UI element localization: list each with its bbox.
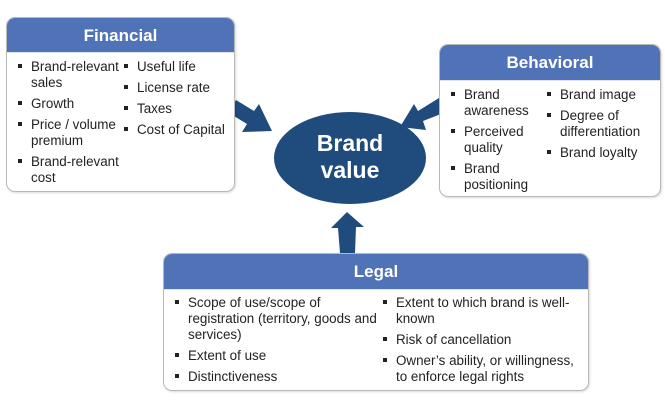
bullet-icon xyxy=(547,150,551,154)
list-item: Risk of cancellation xyxy=(378,332,578,348)
list-item: Brand-relevant cost xyxy=(13,154,119,186)
bullet-icon xyxy=(18,122,22,126)
item-text: Price / volume premium xyxy=(31,117,116,148)
list-item: Brand awareness xyxy=(446,87,542,119)
item-text: Owner’s ability, or willingness, to enfo… xyxy=(396,353,574,384)
item-text: Brand awareness xyxy=(464,87,529,118)
list-item: License rate xyxy=(119,80,231,96)
arrow-legal-to-center xyxy=(331,212,364,253)
item-text: Brand loyalty xyxy=(560,145,638,160)
item-text: Brand positioning xyxy=(464,161,529,192)
brand-value-label: Brand value xyxy=(274,130,426,184)
item-text: Growth xyxy=(31,96,75,111)
bullet-icon xyxy=(547,92,551,96)
bullet-icon xyxy=(547,113,551,117)
financial-header: Financial xyxy=(7,18,234,53)
item-text: Risk of cancellation xyxy=(396,332,512,347)
list-item: Scope of use/scope of registration (terr… xyxy=(170,295,378,343)
bullet-icon xyxy=(124,127,128,131)
item-text: Useful life xyxy=(137,59,196,74)
item-text: Brand-relevant sales xyxy=(31,59,119,90)
bullet-icon xyxy=(451,166,455,170)
list-item: Brand loyalty xyxy=(542,145,654,161)
bullet-icon xyxy=(383,300,387,304)
bullet-icon xyxy=(175,353,179,357)
bullet-icon xyxy=(18,64,22,68)
list-item: Distinctiveness xyxy=(170,369,378,385)
behavioral-box: Behavioral Brand awareness Perceived qua… xyxy=(439,44,661,197)
bullet-icon xyxy=(18,101,22,105)
bullet-icon xyxy=(451,92,455,96)
legal-box: Legal Scope of use/scope of registration… xyxy=(163,253,589,391)
item-text: Extent of use xyxy=(188,348,267,363)
bullet-icon xyxy=(18,159,22,163)
item-text: Taxes xyxy=(137,101,172,116)
item-text: Distinctiveness xyxy=(188,369,278,384)
list-item: Taxes xyxy=(119,101,231,117)
list-item: Price / volume premium xyxy=(13,117,119,149)
list-item: Brand image xyxy=(542,87,654,103)
financial-col1: Brand-relevant sales Growth Price / volu… xyxy=(13,59,119,191)
item-text: Extent to which brand is well-known xyxy=(396,295,570,326)
behavioral-col2: Brand image Degree of differentiation Br… xyxy=(542,87,654,196)
item-text: Perceived quality xyxy=(464,124,524,155)
list-item: Extent to which brand is well-known xyxy=(378,295,578,327)
bullet-icon xyxy=(383,358,387,362)
bullet-icon xyxy=(124,106,128,110)
list-item: Degree of differentiation xyxy=(542,108,654,140)
item-text: Brand image xyxy=(560,87,636,102)
list-item: Brand-relevant sales xyxy=(13,59,119,91)
behavioral-col1: Brand awareness Perceived quality Brand … xyxy=(446,87,542,196)
legal-col1: Scope of use/scope of registration (terr… xyxy=(170,295,378,390)
list-item: Extent of use xyxy=(170,348,378,364)
bullet-icon xyxy=(175,374,179,378)
bullet-icon xyxy=(175,300,179,304)
bullet-icon xyxy=(383,337,387,341)
item-text: Brand-relevant cost xyxy=(31,154,119,185)
arrow-financial-to-center xyxy=(229,100,272,132)
list-item: Useful life xyxy=(119,59,231,75)
item-text: License rate xyxy=(137,80,210,95)
brand-value-line2: value xyxy=(320,157,380,183)
list-item: Brand positioning xyxy=(446,161,542,193)
list-item: Cost of Capital xyxy=(119,122,231,138)
list-item: Perceived quality xyxy=(446,124,542,156)
brand-value-line1: Brand xyxy=(316,130,384,156)
financial-box: Financial Brand-relevant sales Growth Pr… xyxy=(6,17,235,192)
list-item: Owner’s ability, or willingness, to enfo… xyxy=(378,353,578,385)
legal-header: Legal xyxy=(164,254,588,290)
list-item: Growth xyxy=(13,96,119,112)
item-text: Degree of differentiation xyxy=(560,108,641,139)
legal-col2: Extent to which brand is well-known Risk… xyxy=(378,295,578,390)
behavioral-header: Behavioral xyxy=(440,45,660,81)
item-text: Cost of Capital xyxy=(137,122,225,137)
bullet-icon xyxy=(124,64,128,68)
bullet-icon xyxy=(451,129,455,133)
arrow-behavioral-to-center xyxy=(400,98,446,130)
brand-value-ellipse xyxy=(274,112,426,204)
bullet-icon xyxy=(124,85,128,89)
item-text: Scope of use/scope of registration (terr… xyxy=(188,295,377,342)
financial-col2: Useful life License rate Taxes Cost of C… xyxy=(119,59,231,191)
